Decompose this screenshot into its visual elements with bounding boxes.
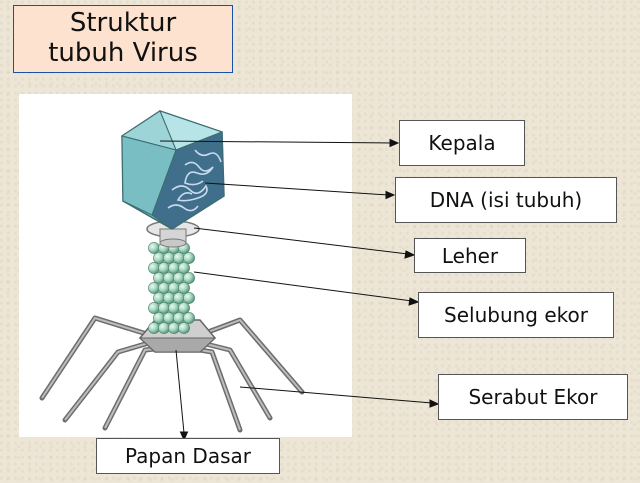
sheath-bead bbox=[148, 322, 160, 334]
label-papan-dasar: Papan Dasar bbox=[96, 438, 280, 474]
sheath-bead bbox=[163, 292, 175, 304]
sheath-bead bbox=[178, 302, 190, 314]
sheath-bead bbox=[153, 272, 165, 284]
sheath-bead bbox=[168, 262, 180, 274]
sheath-bead bbox=[173, 312, 185, 324]
sheath-bead bbox=[153, 312, 165, 324]
sheath-bead bbox=[183, 312, 195, 324]
sheath-bead bbox=[158, 282, 170, 294]
sheath-bead bbox=[148, 262, 160, 274]
sheath-bead bbox=[173, 292, 185, 304]
sheath-bead bbox=[148, 242, 160, 254]
sheath-bead bbox=[183, 272, 195, 284]
capsid-head bbox=[120, 110, 225, 230]
sheath-bead bbox=[153, 292, 165, 304]
sheath-bead bbox=[163, 272, 175, 284]
sheath-bead bbox=[178, 282, 190, 294]
label-serabut-ekor: Serabut Ekor bbox=[438, 374, 628, 420]
sheath-bead bbox=[173, 272, 185, 284]
sheath-bead bbox=[178, 262, 190, 274]
label-selubung-ekor: Selubung ekor bbox=[418, 292, 614, 338]
sheath-bead bbox=[163, 312, 175, 324]
title-box: Struktur tubuh Virus bbox=[13, 5, 233, 73]
base-plate bbox=[138, 319, 217, 353]
sheath-bead bbox=[168, 322, 180, 334]
dna-strands bbox=[167, 149, 222, 212]
sheath-bead bbox=[148, 282, 160, 294]
label-dna: DNA (isi tubuh) bbox=[395, 177, 617, 223]
sheath-bead bbox=[183, 292, 195, 304]
sheath-bead bbox=[153, 252, 165, 264]
sheath-bead bbox=[158, 302, 170, 314]
sheath-bead bbox=[148, 302, 160, 314]
sheath-bead bbox=[178, 322, 190, 334]
sheath-bead bbox=[168, 282, 180, 294]
sheath-bead bbox=[158, 322, 170, 334]
sheath-bead bbox=[168, 302, 180, 314]
sheath-bead bbox=[158, 262, 170, 274]
label-kepala: Kepala bbox=[399, 120, 525, 166]
leader-lines bbox=[159, 138, 440, 442]
sheath-bead bbox=[173, 252, 185, 264]
sheath-bead bbox=[163, 252, 175, 264]
tail-sheath bbox=[148, 242, 195, 334]
title-line-2: tubuh Virus bbox=[48, 38, 198, 68]
label-leher: Leher bbox=[414, 238, 526, 273]
title-line-1: Struktur bbox=[69, 8, 177, 38]
sheath-bead bbox=[183, 252, 195, 264]
